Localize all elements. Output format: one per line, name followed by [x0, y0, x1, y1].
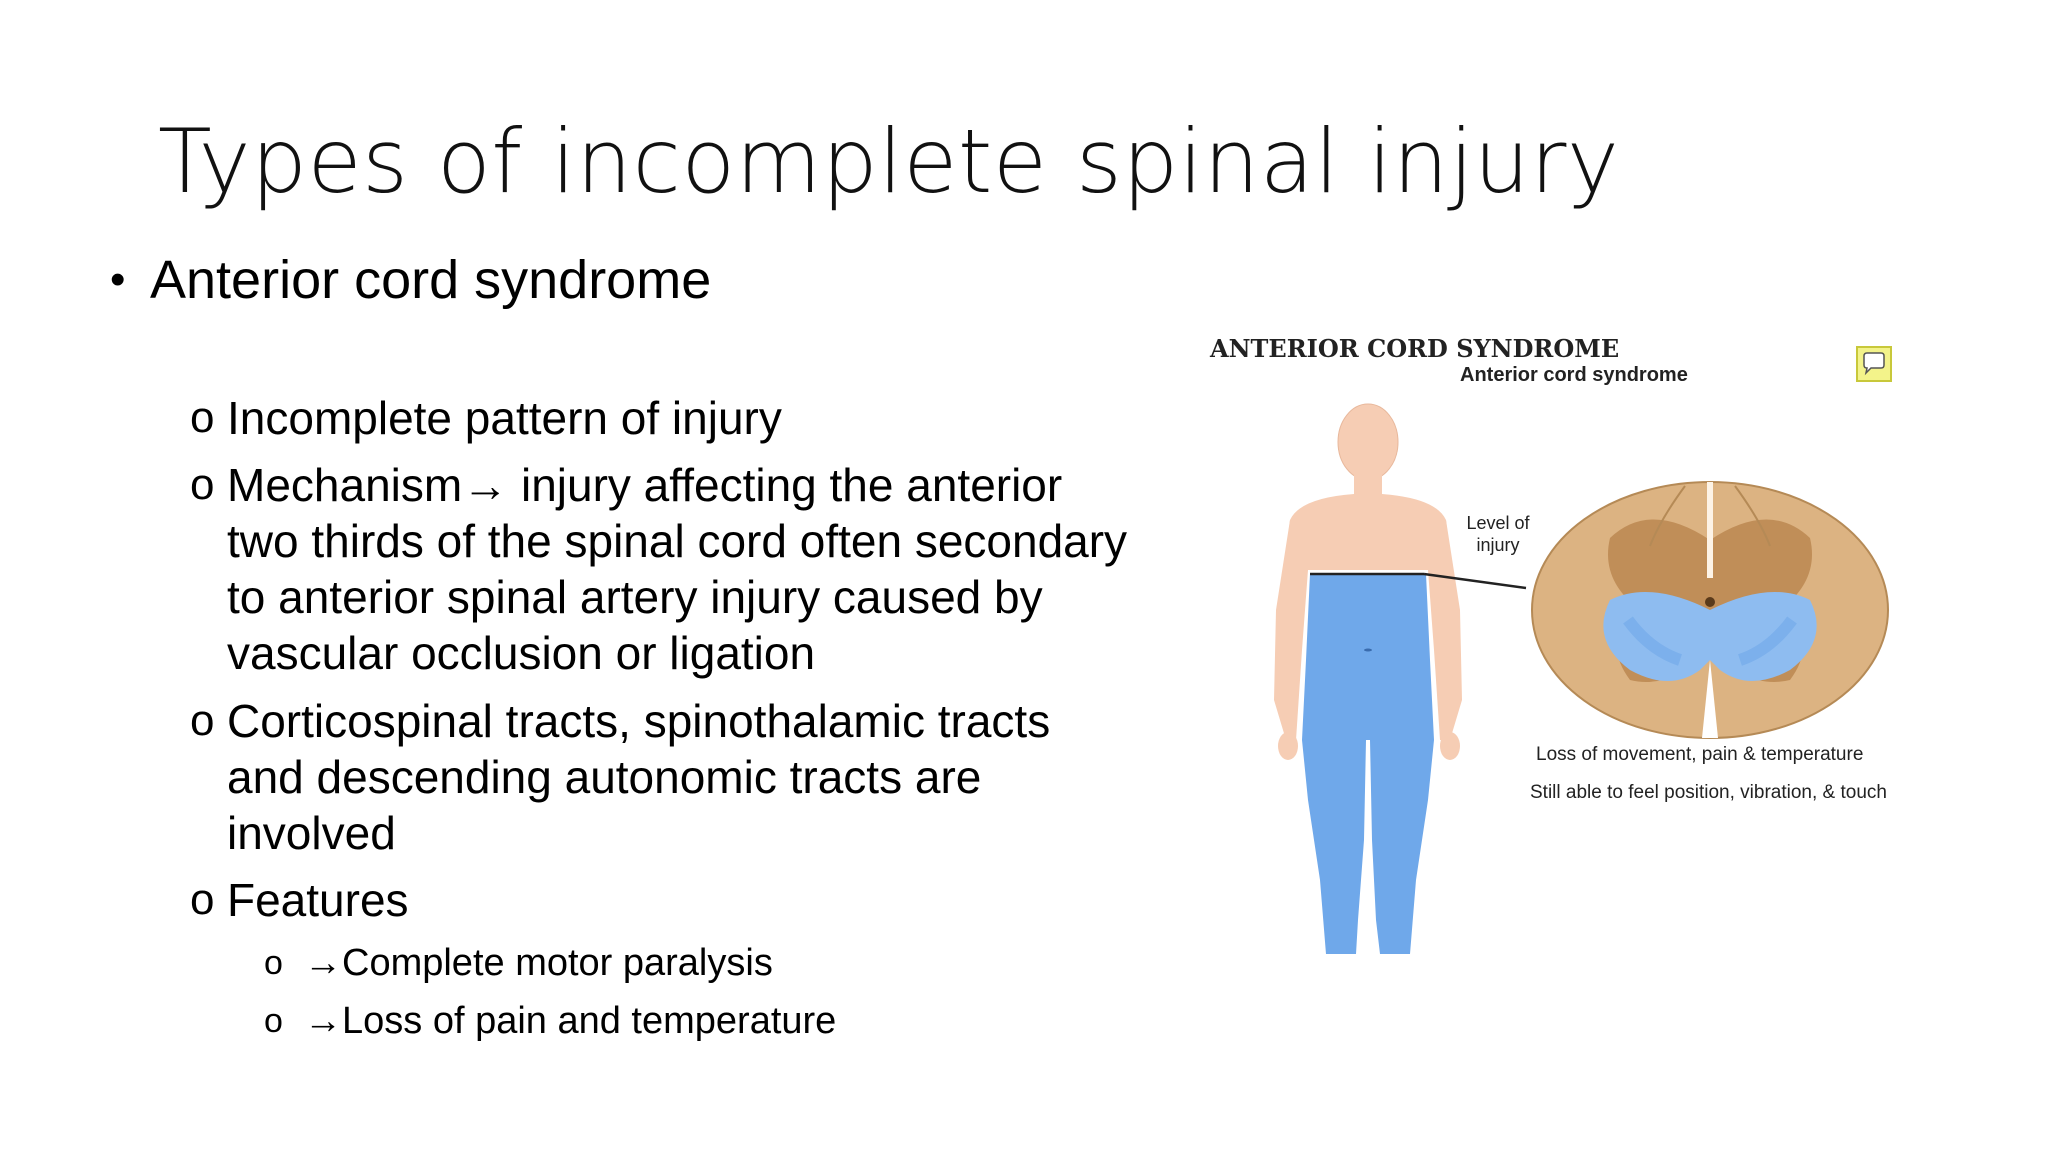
figure-illustration — [1274, 403, 1889, 954]
level-of-injury-label: Level of injury — [1450, 512, 1546, 556]
sub-point: o Features — [190, 872, 1130, 928]
comment-icon-graphic — [1856, 346, 1892, 382]
sub-point: o Mechanism→ injury affecting the anteri… — [190, 457, 1130, 681]
human-body-illustration — [1274, 403, 1462, 954]
sub-point: o Incomplete pattern of injury — [190, 390, 1130, 446]
spinal-cord-cross-section — [1531, 481, 1889, 739]
feature-marker: o — [264, 944, 283, 982]
affected-area — [1302, 574, 1434, 740]
main-bullet: • Anterior cord syndrome — [110, 248, 711, 313]
sub-point-marker: o — [190, 696, 215, 745]
slide-title: Types of incomplete spinal injury — [158, 110, 1620, 213]
feature-text: →Complete motor paralysis — [304, 942, 773, 984]
sub-point-text: Corticospinal tracts, spinothalamic trac… — [227, 695, 1051, 859]
sub-point-text: Incomplete pattern of injury — [227, 392, 782, 444]
cord-affected-area — [1603, 592, 1817, 681]
caption-loss: Loss of movement, pain & temperature — [1536, 744, 1864, 765]
level-label-line: Level of — [1466, 513, 1530, 533]
sub-point-marker: o — [190, 393, 215, 442]
sub-point-marker: o — [190, 460, 215, 509]
level-label-line: injury — [1476, 535, 1520, 555]
caption-preserved: Still able to feel position, vibration, … — [1530, 782, 1887, 803]
feature-item: o →Loss of pain and temperature — [264, 996, 836, 1046]
comment-icon[interactable] — [1856, 346, 1892, 382]
sub-point-text: Features — [227, 874, 409, 926]
sub-point: o Corticospinal tracts, spinothalamic tr… — [190, 693, 1090, 861]
bullet-marker: • — [110, 255, 126, 304]
figure-title: ANTERIOR CORD SYNDROME — [1210, 334, 1620, 363]
anterior-cord-syndrome-figure: ANTERIOR CORD SYNDROME Anterior cord syn… — [1180, 320, 1940, 960]
main-bullet-text: Anterior cord syndrome — [150, 250, 712, 310]
figure-subtitle: Anterior cord syndrome — [1460, 364, 1688, 386]
feature-text: →Loss of pain and temperature — [304, 1000, 837, 1042]
feature-item: o →Complete motor paralysis — [264, 938, 773, 988]
feature-marker: o — [264, 1002, 283, 1040]
sub-point-text: Mechanism→ injury affecting the anterior… — [227, 459, 1128, 679]
sub-point-marker: o — [190, 875, 215, 924]
